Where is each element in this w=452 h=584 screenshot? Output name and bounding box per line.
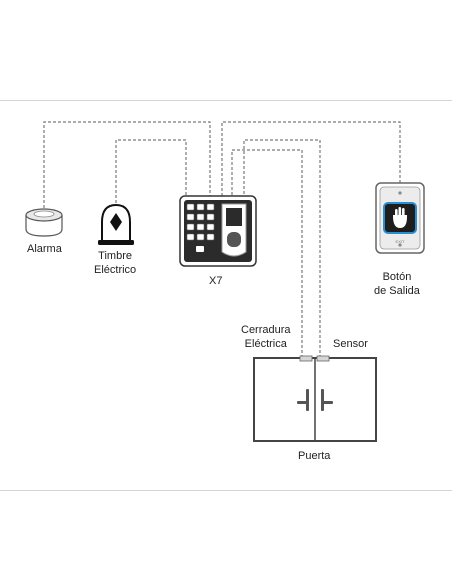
wire-sensor (243, 139, 321, 358)
alarm-icon (25, 208, 63, 237)
lock-label-line1: Cerradura (241, 324, 291, 336)
wire-exit-button (221, 121, 401, 196)
wire-alarm (43, 121, 211, 208)
device-label: X7 (209, 275, 223, 287)
bell-label-line2: Eléctrico (94, 264, 137, 276)
wires (43, 121, 401, 358)
bell-label: Timbre Eléctrico (94, 249, 136, 277)
sensor-label: Sensor (333, 338, 368, 350)
x7-device-icon (179, 195, 257, 267)
exit-text: EXIT (396, 239, 405, 244)
exit-button-label: Botón de Salida (374, 270, 420, 298)
lock-label: Cerradura Eléctrica (241, 323, 291, 351)
lock-label-line2: Eléctrica (244, 338, 287, 350)
alarm-label: Alarma (27, 243, 62, 255)
door-icon (253, 355, 377, 442)
bell-label-line1: Timbre (98, 250, 132, 262)
wire-bell (115, 139, 187, 208)
top-divider (0, 100, 452, 101)
exit-button-label-line2: de Salida (374, 285, 420, 297)
bell-icon (98, 203, 134, 245)
exit-button-label-line1: Botón (382, 271, 412, 283)
exit-button-icon: EXIT (375, 182, 425, 254)
door-label: Puerta (298, 450, 331, 462)
wire-lock (231, 149, 303, 358)
bottom-divider (0, 490, 452, 491)
